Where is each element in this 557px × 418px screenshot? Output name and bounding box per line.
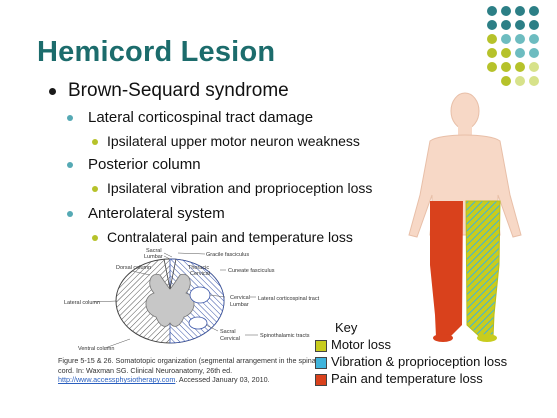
label-cervical-top: Cervical [190, 271, 210, 277]
decorative-dot [529, 76, 539, 86]
decorative-dot [529, 6, 539, 16]
decorative-dot [487, 20, 497, 30]
bullet-text: Brown-Sequard syndrome [68, 80, 289, 101]
label-spinothalamic: Spinothalamic tracts [260, 333, 310, 339]
decorative-dot [501, 34, 511, 44]
label-lateral-cst: Lateral corticospinal tract [258, 296, 320, 302]
label-gracile: Gracile fasciculus [206, 252, 249, 258]
figure-caption: Figure 5-15 & 26. Somatotopic organizati… [58, 356, 328, 385]
right-foot [477, 334, 497, 342]
head [450, 92, 480, 130]
bullet-marker [92, 235, 98, 241]
label-ventral-column: Ventral column [78, 346, 114, 352]
human-body-figure [408, 92, 522, 342]
decorative-dot [529, 62, 539, 72]
torso [408, 134, 522, 238]
decorative-dot [515, 76, 525, 86]
gray-matter [145, 273, 195, 327]
right-leg-motor-vibration-loss [465, 200, 501, 338]
decorative-dot [515, 62, 525, 72]
decorative-dot [501, 76, 511, 86]
bullet-text: Ipsilateral vibration and proprioception… [107, 180, 373, 196]
bullet-text: Ipsilateral upper motor neuron weakness [107, 133, 360, 149]
decorative-dot [487, 34, 497, 44]
left-foot [433, 334, 453, 342]
bullet-marker [49, 88, 56, 95]
bullet-marker [92, 186, 98, 192]
decorative-dot [515, 48, 525, 58]
decorative-dot [501, 6, 511, 16]
label-cervical-bottom: Cervical [220, 336, 240, 342]
decorative-dot [529, 20, 539, 30]
key-title: Key [335, 320, 358, 335]
swatch-motor [315, 340, 327, 352]
label-cervical-mid: Cervical [230, 295, 250, 301]
dorsal-column-wedge [163, 258, 177, 290]
decorative-dot [515, 20, 525, 30]
decorative-dot [515, 6, 525, 16]
bullet-marker [67, 115, 73, 121]
spinal-cord-diagram: Sacral Lumbar Gracile fasciculus Dorsal … [64, 248, 320, 352]
anterior-tract-marker [188, 316, 208, 330]
leader-lines [93, 252, 258, 349]
key-label: Pain and temperature loss [331, 371, 483, 386]
bullet-text: Posterior column [88, 156, 201, 173]
label-dorsal-column: Dorsal column [116, 265, 151, 271]
left-leg-pain-temp-loss [430, 201, 463, 337]
decorative-dot [501, 62, 511, 72]
label-lumbar-mid: Lumbar [230, 302, 249, 308]
label-sacral-bottom: Sacral [220, 329, 236, 335]
key-label: Motor loss [331, 337, 391, 352]
caption-text: Figure 5-15 & 26. Somatotopic organizati… [58, 356, 318, 375]
decorative-dot [487, 48, 497, 58]
bullet-marker [92, 139, 98, 145]
decorative-dot [487, 6, 497, 16]
caption-suffix: . Accessed January 03, 2010. [175, 375, 270, 384]
decorative-dot [501, 20, 511, 30]
label-lateral-column: Lateral column [64, 300, 100, 306]
bullet-text: Lateral corticospinal tract damage [88, 109, 314, 126]
swatch-vibration [315, 357, 327, 369]
decorative-dot [487, 62, 497, 72]
bullet-marker [67, 162, 73, 168]
label-thoracic: Thoracic [188, 265, 209, 271]
bullet-marker [67, 211, 73, 217]
label-cuneate: Cuneate fasciculus [228, 268, 275, 274]
bullet-text: Contralateral pain and temperature loss [107, 229, 353, 245]
slide-title: Hemicord Lesion [37, 36, 276, 68]
decorative-dot [501, 48, 511, 58]
neck [458, 125, 472, 135]
caption-link[interactable]: http://www.accessphysiotherapy.com [58, 375, 176, 384]
swatch-pain [315, 374, 327, 386]
decorative-dot [515, 34, 525, 44]
key-label: Vibration & proprioception loss [331, 354, 508, 369]
bullet-text: Anterolateral system [88, 205, 225, 222]
label-sacral-top: Sacral [146, 248, 162, 254]
label-lumbar-top: Lumbar [144, 254, 163, 260]
decorative-dot [529, 34, 539, 44]
decorative-dot [529, 48, 539, 58]
lateral-tract-marker [189, 286, 211, 304]
